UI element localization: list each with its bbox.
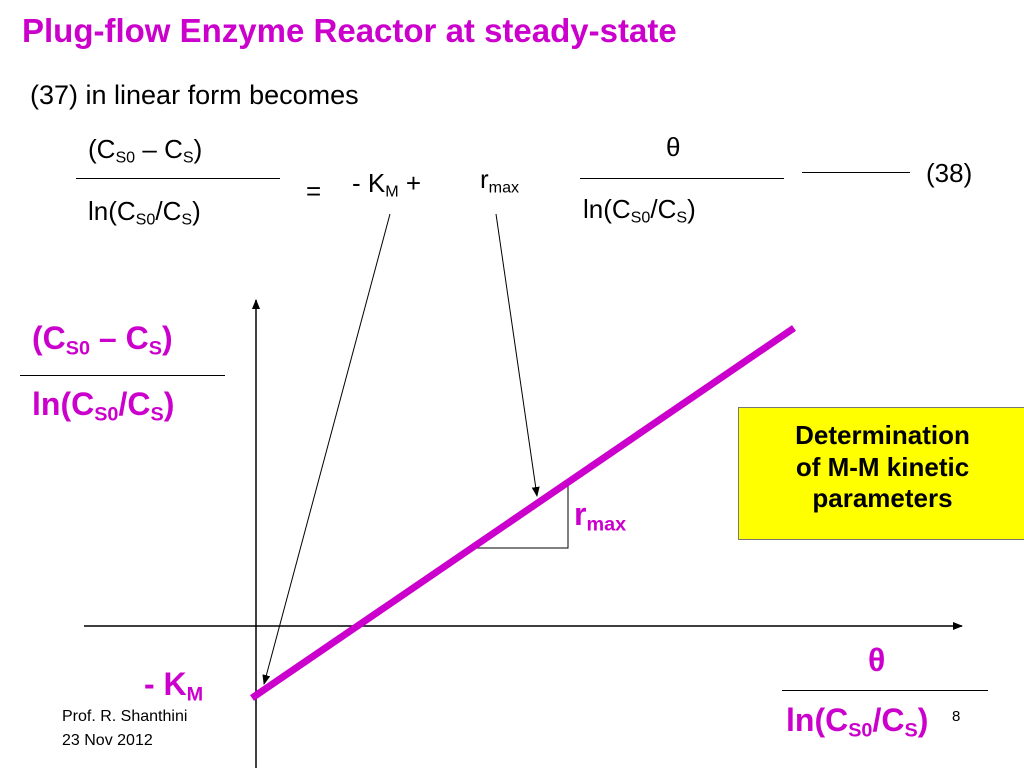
eq-lhs-denominator: ln(CS0/CS) (88, 196, 201, 229)
eq-rhs-fraction-bar (580, 178, 784, 179)
x-axis-label-bar (782, 690, 988, 691)
x-axis-label-numerator: θ (868, 642, 886, 678)
eq-term-km: - KM + (352, 168, 422, 201)
page-number: 8 (952, 708, 961, 725)
eq-term-rmax: rmax (480, 164, 520, 197)
y-axis-label-numerator: (CS0 – CS) (32, 320, 173, 360)
eq-rhs-denominator: ln(CS0/CS) (583, 194, 696, 227)
intro-text: (37) in linear form becomes (30, 80, 359, 110)
slope-triangle (476, 484, 569, 549)
y-axis-label-denominator: ln(CS0/CS) (32, 386, 175, 426)
eq-lhs-fraction-bar (76, 178, 280, 179)
callout-line-2: of M-M kinetic (795, 451, 970, 482)
km-pointer-arrow (262, 213, 391, 685)
intercept-label: - KM (144, 666, 204, 706)
eq-number-leader (802, 172, 910, 173)
eq-lhs-numerator: (CS0 – CS) (88, 134, 203, 167)
footer-author: Prof. R. Shanthini (62, 708, 188, 725)
footer-date: 23 Nov 2012 (62, 732, 153, 749)
y-axis-label-bar (20, 375, 225, 376)
eq-number: (38) (926, 158, 973, 188)
rmax-pointer-arrow (495, 213, 540, 497)
callout-line-3: parameters (812, 483, 953, 514)
slide-title: Plug-flow Enzyme Reactor at steady-state (22, 12, 677, 49)
slope-label: rmax (574, 496, 627, 536)
callout-box: Determination of M-M kinetic parameters (738, 407, 1024, 540)
x-axis-label-denominator: ln(CS0/CS) (786, 702, 929, 742)
plot-line (250, 325, 796, 701)
callout-line-1: Determination (795, 420, 970, 450)
eq-rhs-numerator: θ (666, 132, 681, 162)
eq-equals-sign: = (306, 176, 322, 206)
